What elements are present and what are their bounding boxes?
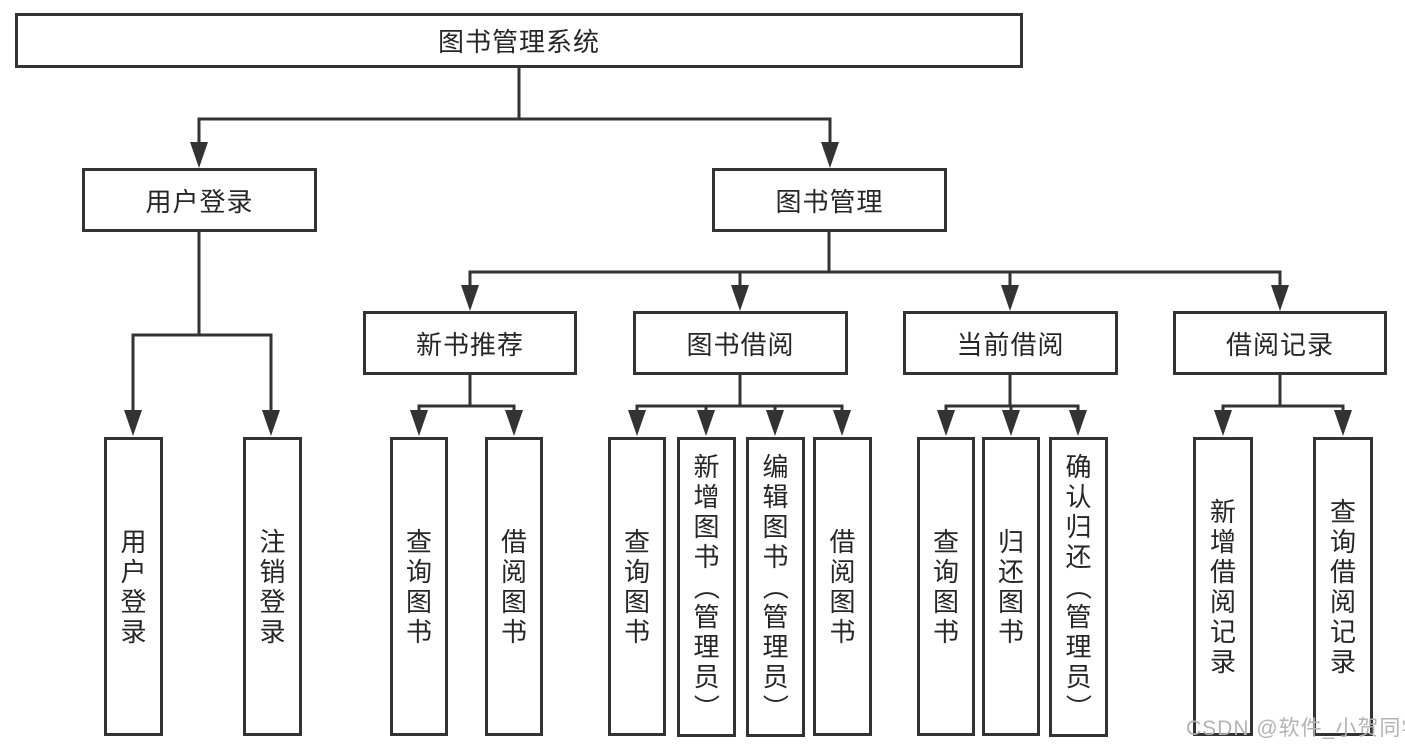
vertical-char: 阅 <box>500 556 527 587</box>
vertical-char: 新 <box>693 452 720 482</box>
vertical-char: 确 <box>1065 452 1092 482</box>
vertical-char: 阅 <box>829 556 856 587</box>
node-root: 图书管理系统 <box>15 13 1023 68</box>
vertical-char: 图 <box>500 586 527 617</box>
vertical-char: 归 <box>1065 512 1092 542</box>
vertical-char: 销 <box>259 556 286 587</box>
node-book-borrow: 图书借阅 <box>633 311 848 375</box>
vertical-char: 管 <box>1065 602 1092 632</box>
vertical-char: 新 <box>1209 496 1236 527</box>
vertical-char: 查 <box>1329 496 1356 527</box>
node-book-management: 图书管理 <box>712 168 947 232</box>
vertical-char: 查 <box>623 526 650 557</box>
leaf-nb-query-books: 查询图书 <box>390 437 448 736</box>
vertical-char: 图 <box>829 586 856 617</box>
vertical-char: 询 <box>405 556 432 587</box>
vertical-char: 借 <box>1209 556 1236 587</box>
leaf-bb-query-books: 查询图书 <box>608 437 666 736</box>
vertical-char: 询 <box>623 556 650 587</box>
node-current-borrow: 当前借阅 <box>903 311 1118 375</box>
vertical-char: 书 <box>500 616 527 647</box>
vertical-char: 增 <box>1209 526 1236 557</box>
leaf-br-query-record: 查询借阅记录 <box>1313 437 1373 736</box>
vertical-char: 录 <box>120 616 147 647</box>
leaf-bb-borrow-books: 借阅图书 <box>813 437 872 736</box>
vertical-char: 理 <box>762 632 789 662</box>
vertical-char: 借 <box>1329 556 1356 587</box>
leaf-cb-query-books: 查询图书 <box>917 437 975 736</box>
vertical-char: 用 <box>120 526 147 557</box>
vertical-char: 录 <box>1329 646 1356 677</box>
vertical-char: ） <box>691 693 722 721</box>
vertical-char: 认 <box>1065 482 1092 512</box>
node-new-book-recommend: 新书推荐 <box>363 311 577 375</box>
csdn-watermark: CSDN @软件_小贺同学 <box>1186 717 1405 740</box>
vertical-char: 询 <box>1329 526 1356 557</box>
vertical-char: 查 <box>932 526 959 557</box>
vertical-char: （ <box>691 573 722 601</box>
vertical-char: 还 <box>997 556 1024 587</box>
vertical-char: 员 <box>1065 662 1092 692</box>
leaf-nb-borrow-books: 借阅图书 <box>485 437 543 736</box>
vertical-char: 查 <box>405 526 432 557</box>
vertical-char: 阅 <box>1329 586 1356 617</box>
vertical-char: 记 <box>1329 616 1356 647</box>
vertical-char: 询 <box>932 556 959 587</box>
leaf-cb-return-books: 归还图书 <box>982 437 1040 736</box>
vertical-char: 图 <box>693 512 720 542</box>
vertical-char: 书 <box>762 542 789 572</box>
vertical-char: 员 <box>762 662 789 692</box>
vertical-char: 书 <box>405 616 432 647</box>
vertical-char: 借 <box>829 526 856 557</box>
vertical-char: 归 <box>997 526 1024 557</box>
vertical-char: ） <box>760 693 791 721</box>
vertical-char: 图 <box>623 586 650 617</box>
vertical-char: 注 <box>259 526 286 557</box>
vertical-char: 书 <box>693 542 720 572</box>
vertical-char: 记 <box>1209 616 1236 647</box>
vertical-char: （ <box>760 573 791 601</box>
vertical-char: 理 <box>693 632 720 662</box>
vertical-char: 管 <box>693 602 720 632</box>
node-user-login: 用户登录 <box>82 168 317 232</box>
vertical-char: 编 <box>762 452 789 482</box>
vertical-char: 图 <box>997 586 1024 617</box>
vertical-char: 录 <box>259 616 286 647</box>
leaf-logout: 注销登录 <box>243 437 302 736</box>
vertical-char: 登 <box>120 586 147 617</box>
leaf-bb-add-books-admin: 新增图书（管理员） <box>677 437 736 737</box>
vertical-char: 借 <box>500 526 527 557</box>
leaf-user-login: 用户登录 <box>104 437 163 736</box>
vertical-char: 书 <box>932 616 959 647</box>
leaf-bb-edit-books-admin: 编辑图书（管理员） <box>746 437 805 737</box>
vertical-char: 阅 <box>1209 586 1236 617</box>
vertical-char: 员 <box>693 662 720 692</box>
node-borrow-records: 借阅记录 <box>1173 311 1387 375</box>
vertical-char: 书 <box>997 616 1024 647</box>
vertical-char: 图 <box>405 586 432 617</box>
vertical-char: 录 <box>1209 646 1236 677</box>
vertical-char: （ <box>1063 573 1094 601</box>
leaf-cb-confirm-return-admin: 确认归还（管理员） <box>1049 437 1108 737</box>
vertical-char: 登 <box>259 586 286 617</box>
vertical-char: 图 <box>762 512 789 542</box>
vertical-char: 理 <box>1065 632 1092 662</box>
vertical-char: 书 <box>623 616 650 647</box>
vertical-char: 书 <box>829 616 856 647</box>
vertical-char: 增 <box>693 482 720 512</box>
vertical-char: ） <box>1063 693 1094 721</box>
vertical-char: 辑 <box>762 482 789 512</box>
vertical-char: 图 <box>932 586 959 617</box>
vertical-char: 户 <box>120 556 147 587</box>
vertical-char: 管 <box>762 602 789 632</box>
vertical-char: 还 <box>1065 542 1092 572</box>
leaf-br-add-record: 新增借阅记录 <box>1193 437 1253 736</box>
